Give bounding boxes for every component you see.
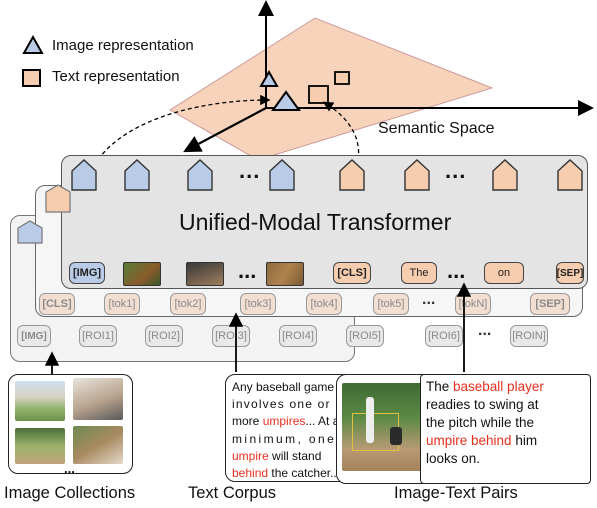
image-output-pentagon	[124, 159, 150, 191]
transformer-title: Unified-Modal Transformer	[179, 209, 452, 235]
corpus-line: involves one or	[232, 397, 331, 412]
pair-line: umpire behind him	[426, 433, 538, 448]
caption-text-corpus: Text Corpus	[188, 484, 277, 502]
roi-token: [ROI1]	[79, 325, 117, 347]
roi-token: [ROI5]	[346, 325, 384, 347]
token-sep: [SEP]	[556, 262, 584, 284]
legend-text-label: Text representation	[52, 68, 180, 85]
semantic-space-label: Semantic Space	[378, 120, 495, 137]
pair-line: looks on.	[426, 451, 481, 466]
roi-token: [IMG]	[17, 325, 51, 347]
text-token: [tok2]	[170, 293, 206, 315]
text-token: [CLS]	[39, 293, 75, 315]
caption-box: The baseball player readies to swing at …	[420, 374, 591, 484]
text-token: [tok5]	[373, 293, 409, 315]
token-the: The	[401, 262, 437, 284]
umpire-figure	[390, 427, 402, 445]
token-img: [IMG]	[69, 262, 105, 284]
pair-line: readies to swing at	[426, 397, 539, 412]
text-token: [tok1]	[104, 293, 140, 315]
ellipsis-bottom-text: ...	[447, 258, 466, 283]
batter-umpire-photo	[342, 383, 422, 471]
text-representation-marker	[308, 85, 329, 104]
corpus-line: more umpires... At a	[232, 414, 340, 429]
image-representation-marker	[271, 90, 301, 111]
ellipsis-bottom-image: ...	[238, 258, 257, 283]
text-token: [tok3]	[240, 293, 276, 315]
ellipsis-collections: ...	[64, 461, 75, 476]
text-output-pentagon	[492, 159, 518, 191]
corpus-line: behind the catcher...	[232, 466, 341, 481]
image-patch-thumbnail	[266, 262, 304, 286]
ellipsis-top-text: ...	[445, 158, 467, 183]
ellipsis-top-image: ...	[239, 158, 261, 183]
ellipsis-roi-row: ...	[478, 322, 492, 339]
caption-image-collections: Image Collections	[4, 484, 136, 502]
baseball-photo	[73, 378, 123, 420]
pair-line: the pitch while the	[426, 415, 535, 430]
text-output-pentagon	[404, 159, 430, 191]
roi-token: [ROI6]	[425, 325, 463, 347]
text-token: [SEP]	[530, 293, 570, 315]
batter-figure	[366, 397, 374, 443]
corpus-line: umpire will stand	[232, 448, 322, 463]
roi-token: [ROIN]	[510, 325, 548, 347]
baseball-photo	[15, 381, 65, 421]
corpus-line: Any baseball game	[232, 380, 335, 394]
baseball-photo	[15, 428, 65, 464]
projection-arrow-text	[322, 101, 360, 161]
caption-image-text-pairs: Image-Text Pairs	[394, 484, 518, 502]
image-output-pentagon	[187, 159, 213, 191]
image-collections-box: ...	[8, 374, 133, 476]
image-patch-thumbnail	[123, 262, 161, 286]
image-patch-thumbnail	[186, 262, 224, 286]
text-representation-marker	[334, 71, 350, 85]
ellipsis-text-row: ...	[422, 291, 436, 308]
axis-diagonal	[183, 107, 267, 153]
token-cls: [CLS]	[333, 262, 371, 284]
image-output-pentagon	[269, 159, 295, 191]
image-output-pentagon	[71, 159, 97, 191]
token-on: on	[484, 262, 524, 284]
pair-line: The baseball player	[426, 379, 544, 394]
image-text-pair-box: The baseball player readies to swing at …	[336, 374, 591, 484]
corpus-line: minimum, one	[232, 431, 337, 446]
legend-square-icon	[22, 69, 41, 87]
text-output-pentagon	[557, 159, 583, 191]
roi-token: [ROI4]	[279, 325, 317, 347]
roi-token: [ROI2]	[145, 325, 183, 347]
text-output-pentagon	[339, 159, 365, 191]
image-representation-marker	[259, 69, 279, 87]
baseball-photo	[73, 426, 123, 464]
legend-image-label: Image representation	[52, 37, 194, 54]
text-token: [tok4]	[306, 293, 342, 315]
text-corpus-box: Any baseball game involves one or more u…	[225, 374, 355, 482]
legend-triangle-icon	[22, 34, 44, 54]
